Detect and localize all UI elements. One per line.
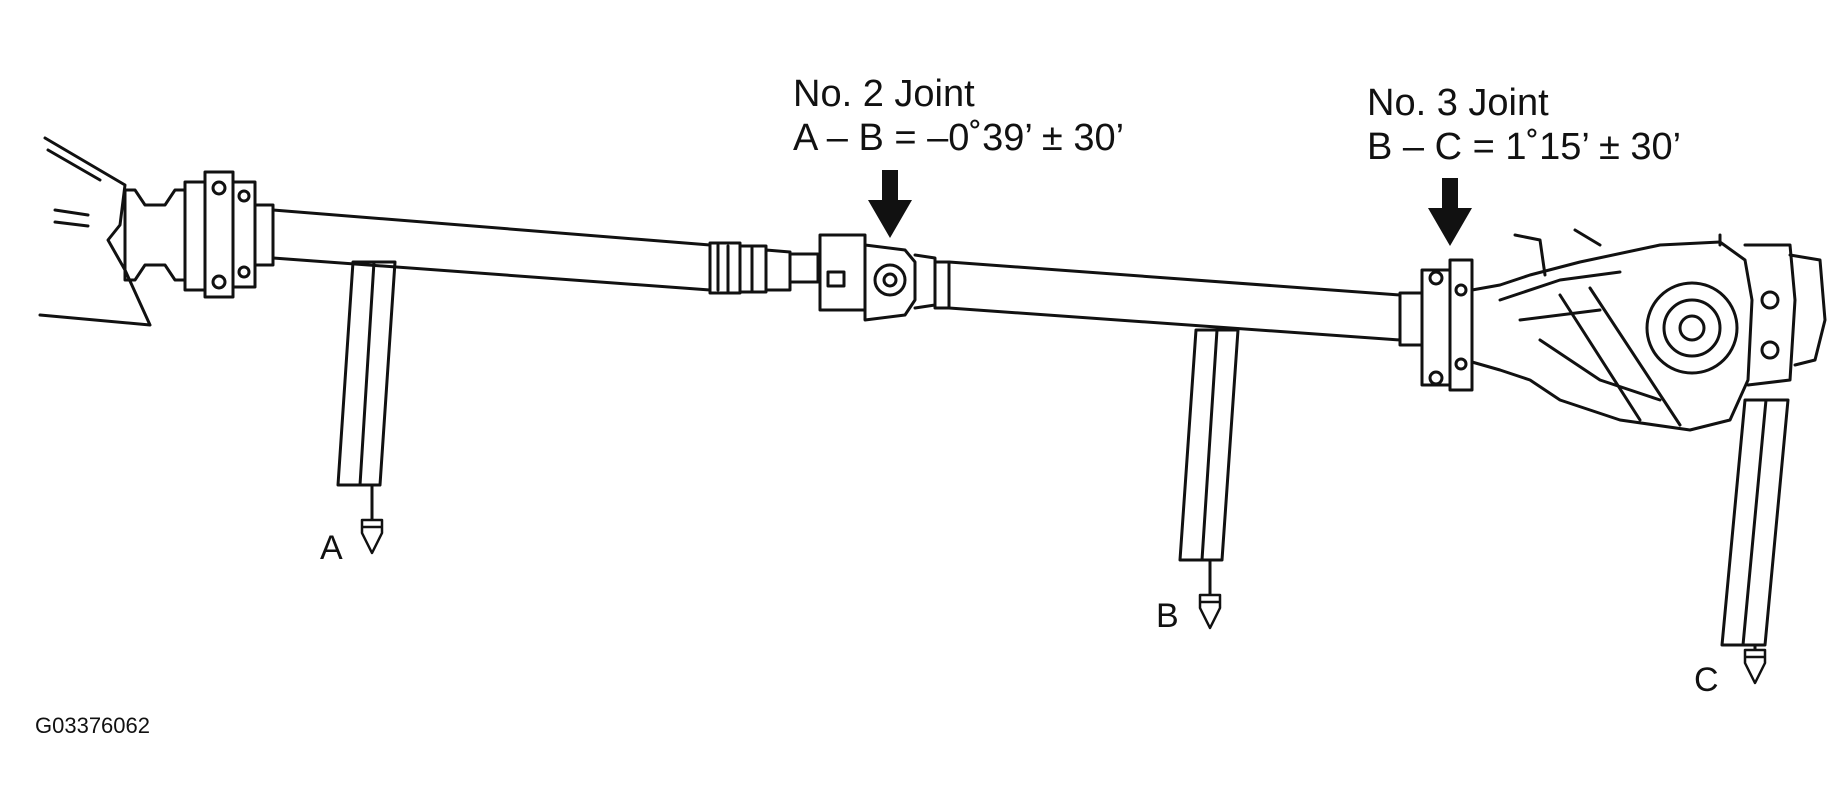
point-c-label: C (1694, 661, 1719, 699)
transmission-housing (38, 136, 152, 327)
joint-3-title: No. 3 Joint (1367, 82, 1549, 124)
no2-universal-joint (788, 233, 951, 322)
joint-3-equation: B – C = 1˚15’ ± 30’ (1367, 126, 1682, 168)
differential-carrier (1470, 228, 1827, 432)
angle-gauge-b (1178, 328, 1240, 597)
joint-2-title: No. 2 Joint (793, 73, 975, 115)
point-a-label: A (320, 529, 343, 567)
rear-shaft-tube (947, 260, 1402, 342)
down-arrow-icon (1428, 178, 1472, 246)
plumb-bob-icon (360, 518, 384, 555)
figure-id: G03376062 (35, 713, 150, 738)
front-flange (123, 170, 275, 299)
plumb-bob-icon (1198, 593, 1222, 630)
down-arrow-icon (868, 170, 912, 238)
plumb-bob-icon (1743, 648, 1767, 685)
point-b-label: B (1156, 597, 1179, 635)
angle-gauge-c (1720, 398, 1790, 652)
joint-2-equation: A – B = –0˚39’ ± 30’ (793, 117, 1125, 159)
rear-flange (1398, 258, 1474, 392)
front-shaft-tube (271, 208, 792, 295)
angle-gauge-a (336, 260, 397, 522)
